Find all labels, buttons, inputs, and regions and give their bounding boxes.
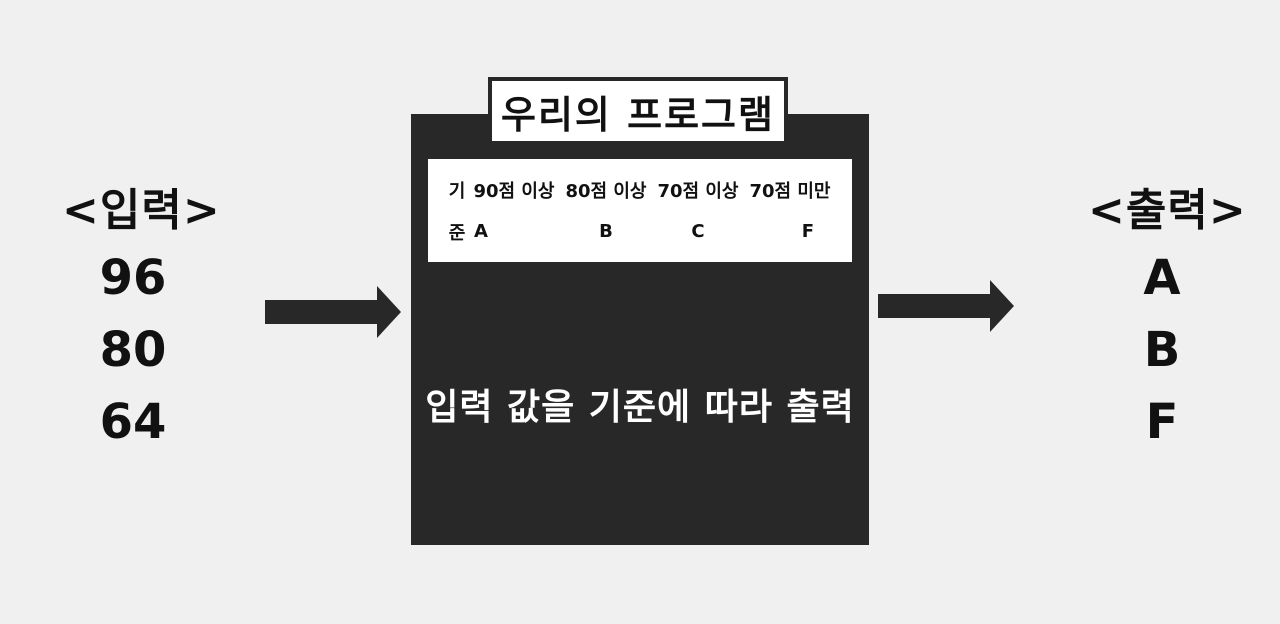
output-values: A B F <box>1117 242 1207 458</box>
criteria-threshold: 80점 이상 <box>565 180 647 202</box>
program-title: 우리의 프로그램 <box>488 77 788 145</box>
input-arrow-icon <box>265 286 401 338</box>
output-arrow-icon <box>878 280 1014 332</box>
criteria-grade: F <box>801 221 814 242</box>
input-value-3: 64 <box>99 394 167 450</box>
criteria-threshold: 70점 이상 <box>657 180 739 202</box>
program-description: 입력 값을 기준에 따라 출력 <box>425 387 855 428</box>
criteria-threshold: 70점 미만 <box>749 180 831 202</box>
output-value-3: F <box>1145 394 1179 450</box>
criteria-table: 기 90점 이상 80점 이상 70점 이상 70점 미만 준 A B C F <box>428 159 852 262</box>
criteria-label-bottom: 준 <box>448 222 466 244</box>
input-value-2: 80 <box>99 322 167 378</box>
output-value-1: A <box>1143 250 1181 306</box>
criteria-grade: C <box>691 221 705 242</box>
criteria-threshold: 90점 이상 <box>473 180 555 202</box>
output-value-2: B <box>1143 322 1181 378</box>
output-heading: <출력> <box>1088 185 1247 236</box>
input-heading: <입력> <box>62 185 221 236</box>
input-values: 96 80 64 <box>88 242 178 458</box>
criteria-label-top: 기 <box>448 180 466 202</box>
criteria-grade: A <box>474 221 488 242</box>
criteria-grade: B <box>599 221 613 242</box>
input-value-1: 96 <box>99 250 167 306</box>
